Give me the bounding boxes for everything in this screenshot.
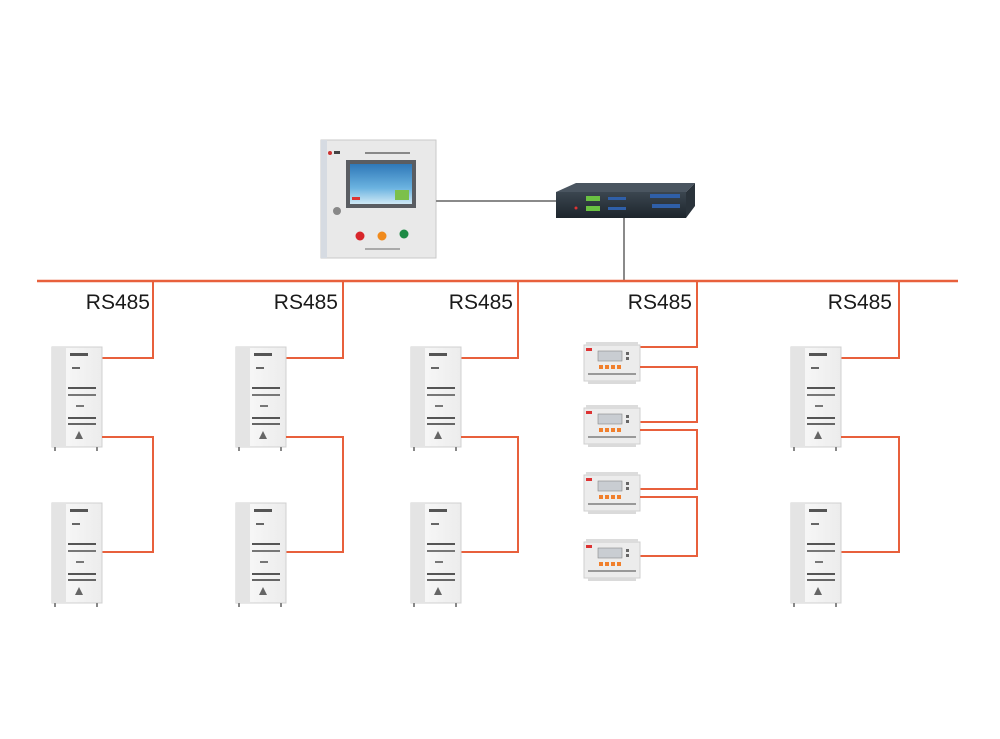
warning-triangle-icon xyxy=(75,587,83,595)
warning-triangle-icon xyxy=(814,431,822,439)
power-meter xyxy=(583,539,641,581)
rs485-branch-3: RS485 xyxy=(410,281,519,607)
rs485-branch-1: RS485 xyxy=(51,281,154,607)
rs485-daisy-chain-line xyxy=(461,436,519,553)
rs485-label: RS485 xyxy=(86,291,150,314)
meter-display xyxy=(597,480,623,492)
distribution-cabinet xyxy=(790,502,842,607)
distribution-cabinet xyxy=(235,502,287,607)
rs485-label: RS485 xyxy=(628,291,692,314)
distribution-cabinet xyxy=(410,346,462,451)
meter-display xyxy=(597,413,623,425)
red-indicator-button xyxy=(355,231,365,241)
warning-triangle-icon xyxy=(814,587,822,595)
warning-triangle-icon xyxy=(259,587,267,595)
rs485-line xyxy=(640,281,698,348)
rs485-line xyxy=(286,281,344,359)
power-meter xyxy=(583,342,641,384)
rs485-label: RS485 xyxy=(828,291,892,314)
warning-triangle-icon xyxy=(259,431,267,439)
warning-triangle-icon xyxy=(434,587,442,595)
rs485-line xyxy=(841,281,900,359)
warning-triangle-icon xyxy=(434,431,442,439)
communication-gateway xyxy=(556,183,695,218)
rs485-line xyxy=(461,281,519,359)
rs485-line xyxy=(102,281,154,359)
monitoring-panel xyxy=(320,139,437,259)
rs485-daisy-chain-line xyxy=(640,429,698,490)
rs485-daisy-chain-line xyxy=(640,366,698,423)
green-indicator-button xyxy=(399,229,409,239)
distribution-cabinet xyxy=(51,502,103,607)
power-meter xyxy=(583,472,641,514)
touch-screen xyxy=(346,160,416,208)
rs485-daisy-chain-line xyxy=(640,496,698,557)
rs485-branch-2: RS485 xyxy=(235,281,344,607)
rs485-daisy-chain-line xyxy=(286,436,344,553)
power-meter xyxy=(583,405,641,447)
rs485-label: RS485 xyxy=(449,291,513,314)
distribution-cabinet xyxy=(790,346,842,451)
meter-display xyxy=(597,547,623,559)
distribution-cabinet xyxy=(51,346,103,451)
rs485-branch-5: RS485 xyxy=(790,281,900,607)
warning-triangle-icon xyxy=(75,431,83,439)
orange-indicator-button xyxy=(377,231,387,241)
distribution-cabinet xyxy=(235,346,287,451)
rs485-daisy-chain-line xyxy=(102,436,154,553)
speaker-icon xyxy=(333,207,341,215)
distribution-cabinet xyxy=(410,502,462,607)
meter-display xyxy=(597,350,623,362)
rs485-label: RS485 xyxy=(274,291,338,314)
rs485-branch-4: RS485 xyxy=(583,281,698,581)
rs485-daisy-chain-line xyxy=(841,436,900,553)
panel-logo-icon xyxy=(328,151,332,155)
